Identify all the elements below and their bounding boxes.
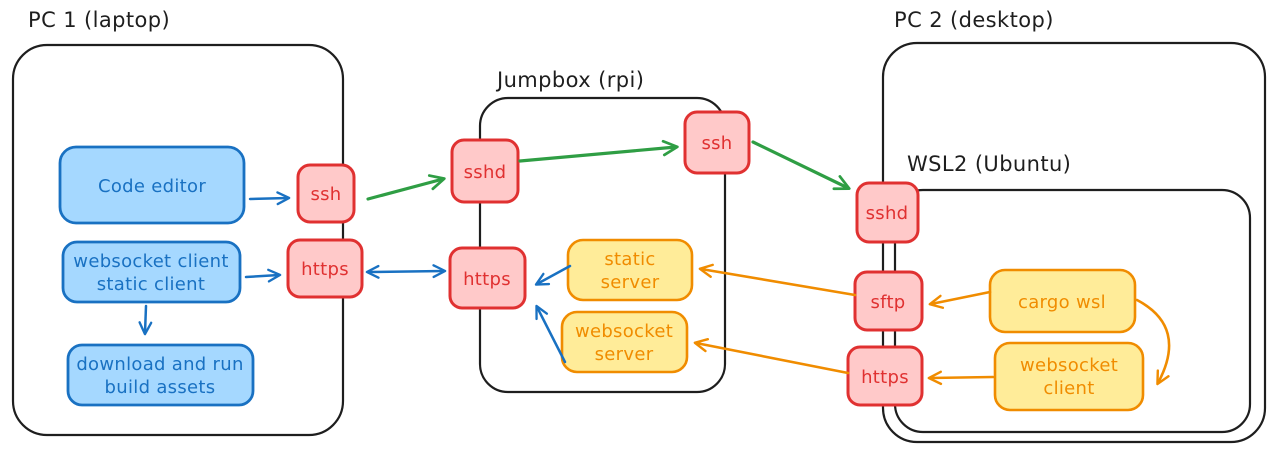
container-jumpbox (478, 96, 727, 394)
nodes-layer: Code editor websocket client static clie… (58, 110, 1145, 412)
arrow-pc1-ssh-to-jumpbox-sshd (366, 174, 446, 201)
node-wsl2-websocket-client-box (993, 341, 1145, 412)
node-download-build-assets-line2: build assets (105, 377, 216, 398)
node-websocket-static-client: websocket client static client (61, 240, 242, 304)
arrow-wsl2-https-to-websocket-server (693, 337, 850, 375)
arrows-layer (138, 139, 1171, 386)
node-websocket-server-box (560, 310, 689, 374)
node-jumpbox-ssh-label: ssh (701, 133, 732, 154)
node-static-server-line2: server (601, 272, 660, 293)
node-jumpbox-ssh-box (683, 110, 751, 175)
node-cargo-wsl-label: cargo wsl (1018, 292, 1106, 313)
node-pc1-https-label: https (301, 259, 349, 280)
node-pc1-https: https (286, 238, 364, 299)
node-code-editor: Code editor (58, 145, 246, 225)
container-jumpbox-label: Jumpbox (rpi) (495, 68, 644, 92)
node-download-build-assets-box (66, 343, 255, 407)
node-code-editor-box (58, 145, 246, 225)
arrow-pc1-https-jumpbox-https-bidirectional (365, 264, 447, 279)
node-wsl2-websocket-client-line2: client (1043, 378, 1094, 399)
node-jumpbox-ssh: ssh (683, 110, 751, 175)
arrow-jumpbox-sshd-to-jumpbox-ssh (518, 139, 679, 163)
arrow-ws-static-client-to-download-build (138, 304, 153, 336)
node-wsl2-sshd: sshd (855, 181, 920, 244)
node-jumpbox-https: https (448, 246, 527, 310)
arrow-cargo-wsl-to-wsl2-sftp (928, 290, 992, 309)
node-pc1-ssh-label: ssh (310, 184, 341, 205)
node-download-build-assets-line1: download and run (76, 354, 243, 375)
node-code-editor-label: Code editor (98, 176, 206, 197)
node-cargo-wsl: cargo wsl (988, 268, 1137, 334)
containers-layer: PC 1 (laptop) Jumpbox (rpi) PC 2 (deskto… (11, 8, 1267, 444)
node-wsl2-websocket-client-line1: websocket (1020, 355, 1118, 376)
node-websocket-static-client-line1: websocket client (73, 251, 228, 272)
node-pc1-ssh-box (296, 163, 356, 224)
arrow-code-editor-to-pc1-ssh (248, 191, 291, 206)
arrow-cargo-wsl-to-wsl2-ws-client (1135, 298, 1171, 386)
node-pc1-ssh: ssh (296, 163, 356, 224)
node-download-build-assets: download and run build assets (66, 343, 255, 407)
arrow-jumpbox-ssh-to-wsl2-sshd (751, 140, 851, 191)
node-websocket-static-client-box (61, 240, 242, 304)
node-wsl2-websocket-client: websocket client (993, 341, 1145, 412)
node-websocket-server-line1: websocket (575, 321, 673, 342)
node-wsl2-https-box (846, 345, 924, 407)
node-static-server-line1: static (604, 249, 655, 270)
node-static-server-box (566, 238, 694, 302)
node-websocket-server: websocket server (560, 310, 689, 374)
node-wsl2-sftp-label: sftp (870, 292, 905, 313)
arrow-ws-static-client-to-pc1-https (244, 268, 282, 283)
container-wsl2-label: WSL2 (Ubuntu) (907, 152, 1071, 176)
node-websocket-static-client-line2: static client (97, 274, 205, 295)
node-static-server: static server (566, 238, 694, 302)
node-wsl2-https: https (846, 345, 924, 407)
node-wsl2-sftp: sftp (853, 270, 924, 332)
arrow-wsl2-ws-client-to-wsl2-https (927, 370, 995, 386)
node-jumpbox-https-label: https (463, 269, 511, 290)
node-jumpbox-sshd-box (450, 138, 520, 204)
node-jumpbox-sshd-label: sshd (464, 162, 507, 183)
node-cargo-wsl-box (988, 268, 1137, 334)
arrow-wsl2-sftp-to-static-server (698, 263, 857, 297)
container-pc1-label: PC 1 (laptop) (28, 8, 170, 32)
node-websocket-server-line2: server (595, 344, 654, 365)
node-pc1-https-box (286, 238, 364, 299)
container-pc2-label: PC 2 (desktop) (894, 8, 1054, 32)
node-jumpbox-sshd: sshd (450, 138, 520, 204)
node-wsl2-sftp-box (853, 270, 924, 332)
node-wsl2-sshd-label: sshd (866, 203, 909, 224)
node-jumpbox-https-box (448, 246, 527, 310)
arrow-static-server-to-jumpbox-https (534, 264, 572, 286)
node-wsl2-https-label: https (861, 367, 909, 388)
arrow-websocket-server-to-jumpbox-https (535, 304, 567, 364)
node-wsl2-sshd-box (855, 181, 920, 244)
